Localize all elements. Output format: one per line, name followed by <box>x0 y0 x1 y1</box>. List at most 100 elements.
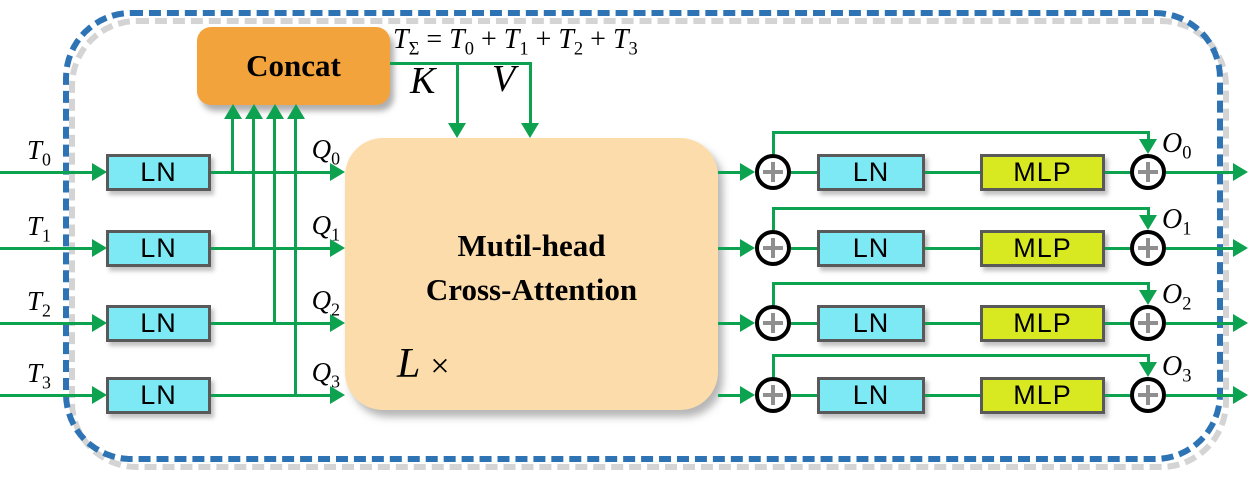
add-node <box>755 154 791 190</box>
query-label-subscript: 0 <box>331 148 340 169</box>
query-line <box>211 321 333 325</box>
input-label-base: T <box>27 358 43 388</box>
enclosure-dashed-border <box>63 10 1223 462</box>
layernorm-to-mlp-line <box>925 321 980 325</box>
concat-input-arrowhead-icon <box>266 104 284 119</box>
output-line <box>1166 246 1236 250</box>
mlp-to-add-line <box>1105 393 1132 397</box>
value-arrowhead-icon <box>521 123 539 138</box>
add-node <box>1130 154 1166 190</box>
layernorm-label: LN <box>852 307 890 338</box>
concat-tap-line <box>273 117 276 325</box>
layernorm-box-right: LN <box>817 304 925 342</box>
output-line <box>1166 393 1236 397</box>
mlp-to-add-line <box>1105 246 1132 250</box>
output-arrowhead-icon <box>1233 314 1248 332</box>
input-line <box>0 170 96 174</box>
output-label-base: O <box>1162 279 1183 310</box>
formula-subscript: 0 <box>464 38 474 59</box>
output-label-subscript: 2 <box>1182 293 1192 314</box>
plus-icon <box>771 162 775 182</box>
layernorm-label: LN <box>852 379 890 410</box>
key-label: K <box>410 60 436 102</box>
query-label-base: Q <box>311 134 332 164</box>
formula-subscript: Σ <box>408 38 420 59</box>
add-to-layernorm-line <box>791 246 817 250</box>
concat-input-arrowhead-icon <box>245 104 263 119</box>
skip-line-drop <box>1146 208 1150 218</box>
plus-icon <box>771 238 775 258</box>
input-line <box>0 246 96 250</box>
query-arrowhead-icon <box>330 239 345 257</box>
mlp-box: MLP <box>980 376 1105 414</box>
layernorm-box-right: LN <box>817 153 925 191</box>
layernorm-label: LN <box>852 232 890 263</box>
output-line <box>1166 170 1236 174</box>
output-arrowhead-icon <box>1233 163 1248 181</box>
mlp-label: MLP <box>1013 232 1072 263</box>
attention-output-arrowhead-icon <box>740 386 755 404</box>
layer-count-label: L× <box>397 340 450 388</box>
value-label: V <box>492 58 516 100</box>
layernorm-to-mlp-line <box>925 393 980 397</box>
plus-icon <box>1146 238 1150 258</box>
formula-operator: + <box>480 24 497 55</box>
input-label: T3 <box>27 358 51 392</box>
output-label-subscript: 0 <box>1182 142 1192 163</box>
formula-operator: = <box>426 24 443 55</box>
layernorm-label: LN <box>140 307 177 338</box>
skip-line-rise <box>771 355 775 377</box>
formula-subscript: 3 <box>628 38 638 59</box>
mlp-box: MLP <box>980 229 1105 267</box>
layernorm-to-mlp-line <box>925 170 980 174</box>
formula-subscript: 2 <box>573 38 584 59</box>
enclosure-border-shadow <box>69 18 1229 470</box>
query-line <box>211 246 333 250</box>
add-to-layernorm-line <box>791 321 817 325</box>
mlp-box: MLP <box>980 153 1105 191</box>
layernorm-box-right: LN <box>817 376 925 414</box>
concat-tap-line <box>231 117 234 174</box>
skip-line-top <box>771 131 1150 134</box>
output-label-base: O <box>1162 204 1183 235</box>
attention-output-arrowhead-icon <box>740 314 755 332</box>
layernorm-box-left: LN <box>106 304 211 342</box>
value-line <box>529 64 532 125</box>
attention-output-line <box>718 170 744 174</box>
concat-block: Concat <box>197 27 390 105</box>
formula-subscript: 1 <box>519 38 529 59</box>
input-arrowhead-icon <box>92 239 107 257</box>
mlp-to-add-line <box>1105 170 1132 174</box>
layernorm-to-mlp-line <box>925 246 980 250</box>
layer-count-base: L <box>397 341 421 387</box>
key-line <box>456 64 459 125</box>
layernorm-box-left: LN <box>106 229 211 267</box>
input-label-subscript: 3 <box>42 372 51 393</box>
mlp-label: MLP <box>1013 307 1072 338</box>
query-label: Q1 <box>290 210 340 244</box>
query-label-subscript: 1 <box>331 224 340 245</box>
mlp-label: MLP <box>1013 156 1072 187</box>
multiply-icon: × <box>430 348 450 385</box>
add-node <box>755 305 791 341</box>
add-node <box>755 377 791 413</box>
output-label-base: O <box>1162 351 1183 382</box>
input-label-subscript: 0 <box>42 149 51 170</box>
skip-arrowhead-icon <box>1139 290 1157 305</box>
plus-icon <box>1146 313 1150 333</box>
skip-line-top <box>771 207 1150 210</box>
query-arrowhead-icon <box>330 314 345 332</box>
output-label-subscript: 3 <box>1182 365 1192 386</box>
cross-attention-title-line2: Cross-Attention <box>425 272 638 307</box>
input-label: T2 <box>27 286 51 320</box>
query-arrowhead-icon <box>330 386 345 404</box>
plus-icon <box>1146 162 1150 182</box>
skip-line-rise <box>771 132 775 154</box>
skip-arrowhead-icon <box>1139 215 1157 230</box>
query-label-base: Q <box>311 357 332 387</box>
cross-attention-block: Mutil-head Cross-Attention L× <box>345 138 718 410</box>
output-label: O2 <box>1162 280 1191 313</box>
formula-term: T <box>503 24 520 55</box>
concat-tap-line <box>252 117 255 250</box>
